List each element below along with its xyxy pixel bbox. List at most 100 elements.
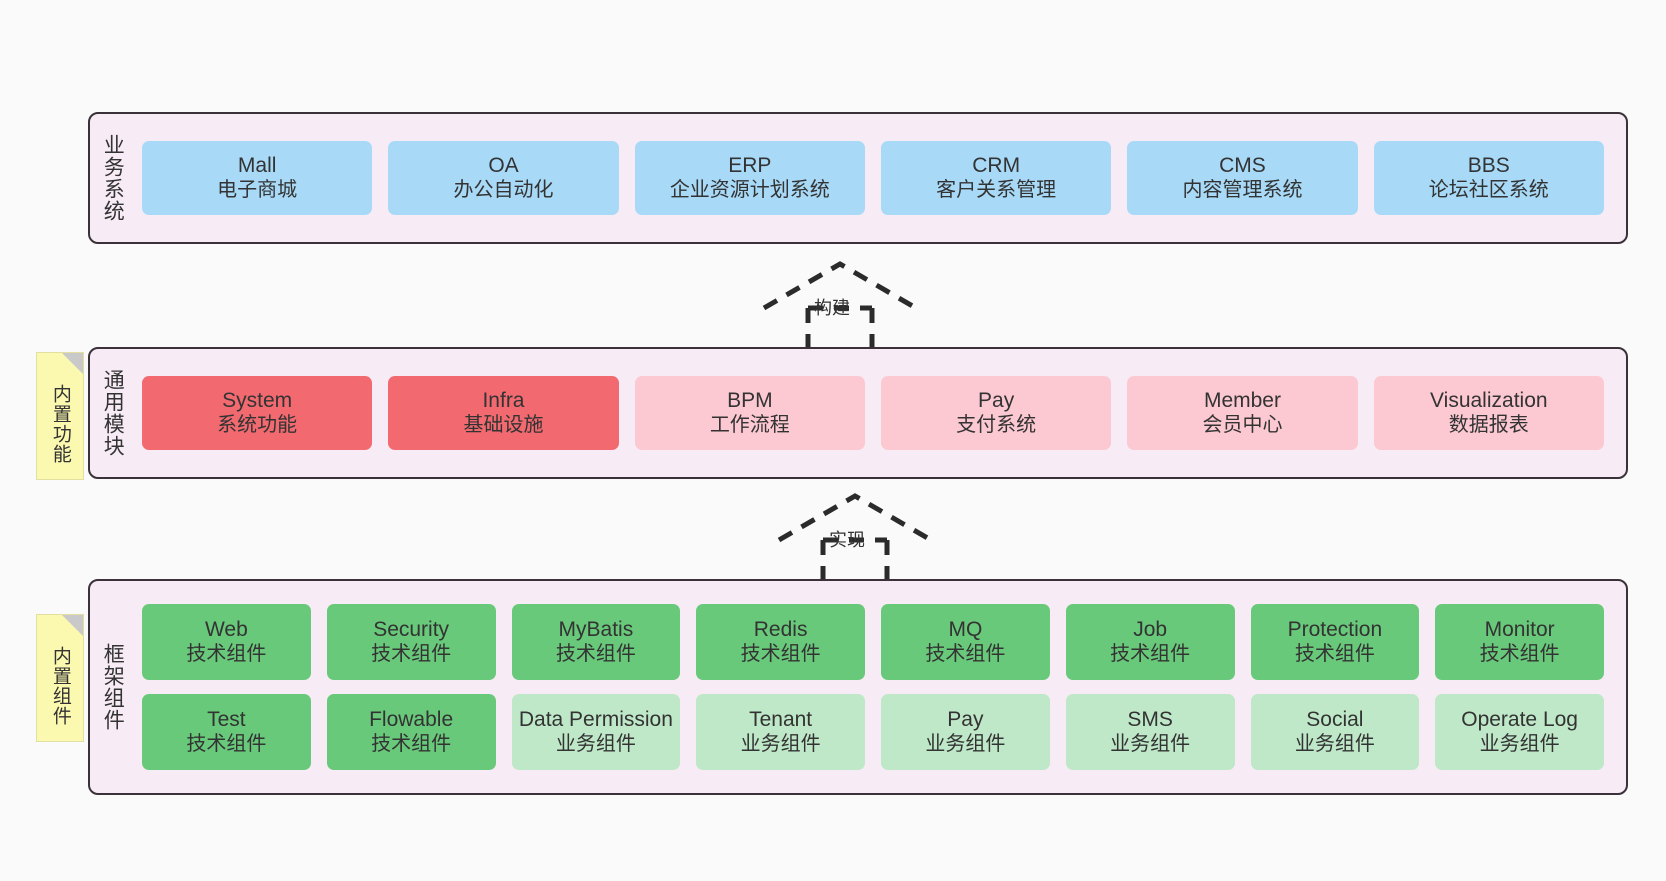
card-flowable[interactable]: Flowable 技术组件: [326, 694, 496, 770]
card-visualization[interactable]: Visualization 数据报表: [1373, 376, 1604, 450]
card-title: Tenant: [749, 707, 813, 731]
layer-body-business-systems: Mall 电子商城 OA 办公自动化 ERP 企业资源计划系统 CRM 客户关系…: [134, 114, 1626, 242]
note-builtin-function: 内置功能: [36, 352, 84, 480]
card-web[interactable]: Web 技术组件: [142, 604, 311, 680]
card-subtitle: 工作流程: [709, 413, 790, 436]
card-redis[interactable]: Redis 技术组件: [696, 604, 865, 680]
card-subtitle: 业务组件: [740, 732, 821, 755]
card-mq[interactable]: MQ 技术组件: [881, 604, 1050, 680]
note-fold-corner-icon: [62, 615, 83, 636]
card-pay[interactable]: Pay 支付系统: [880, 376, 1112, 450]
card-title: Flowable: [369, 707, 454, 731]
card-row: Mall 电子商城 OA 办公自动化 ERP 企业资源计划系统 CRM 客户关系…: [134, 141, 1612, 215]
card-tenant[interactable]: Tenant 业务组件: [696, 694, 865, 770]
layer-label-framework-components: 框架组件: [101, 643, 125, 731]
card-title: CMS: [1219, 153, 1266, 177]
card-title: BBS: [1467, 153, 1510, 177]
layer-common-modules: 通用模块 System 系统功能 Infra 基础设施 BPM 工作流程 Pay…: [88, 347, 1628, 479]
card-crm[interactable]: CRM 客户关系管理: [880, 141, 1112, 215]
card-title: Data Permission: [518, 707, 673, 731]
card-subtitle: 技术组件: [740, 642, 821, 665]
card-bbs[interactable]: BBS 论坛社区系统: [1373, 141, 1604, 215]
arrow-label-implement: 实现: [829, 530, 865, 550]
card-protection[interactable]: Protection 技术组件: [1250, 604, 1420, 680]
layer-body-common-modules: System 系统功能 Infra 基础设施 BPM 工作流程 Pay 支付系统…: [134, 349, 1626, 477]
card-erp[interactable]: ERP 企业资源计划系统: [634, 141, 865, 215]
card-row: Web 技术组件 Security 技术组件 MyBatis 技术组件 Redi…: [134, 604, 1612, 680]
card-subtitle: 技术组件: [371, 732, 452, 755]
card-title: MQ: [948, 617, 983, 641]
card-subtitle: 业务组件: [555, 732, 636, 755]
card-pay-business[interactable]: Pay 业务组件: [881, 694, 1050, 770]
layer-label-business-systems: 业务系统: [101, 134, 125, 222]
card-infra[interactable]: Infra 基础设施: [388, 376, 619, 450]
card-title: SMS: [1127, 707, 1173, 731]
card-title: Protection: [1287, 617, 1383, 641]
card-subtitle: 业务组件: [1479, 732, 1560, 755]
card-subtitle: 企业资源计划系统: [669, 178, 830, 201]
card-job[interactable]: Job 技术组件: [1065, 604, 1235, 680]
note-builtin-component: 内置组件: [36, 614, 84, 742]
card-mall[interactable]: Mall 电子商城: [142, 141, 373, 215]
card-subtitle: 技术组件: [1294, 642, 1375, 665]
card-subtitle: 系统功能: [217, 413, 298, 436]
card-title: Web: [204, 617, 248, 641]
arrow-build: 构建: [750, 258, 930, 350]
card-subtitle: 论坛社区系统: [1428, 178, 1549, 201]
card-title: OA: [488, 153, 519, 177]
card-subtitle: 技术组件: [1110, 642, 1191, 665]
card-title: ERP: [728, 153, 772, 177]
card-subtitle: 电子商城: [217, 178, 298, 201]
card-title: Member: [1203, 388, 1281, 412]
card-title: Redis: [753, 617, 808, 641]
card-subtitle: 业务组件: [1110, 732, 1191, 755]
card-oa[interactable]: OA 办公自动化: [388, 141, 619, 215]
card-subtitle: 会员中心: [1202, 413, 1283, 436]
note-fold-corner-icon: [62, 353, 83, 374]
card-title: BPM: [727, 388, 773, 412]
card-subtitle: 技术组件: [1479, 642, 1560, 665]
card-subtitle: 办公自动化: [453, 178, 554, 201]
card-social[interactable]: Social 业务组件: [1250, 694, 1420, 770]
card-operate-log[interactable]: Operate Log 业务组件: [1435, 694, 1604, 770]
arrow-label-build: 构建: [814, 298, 850, 318]
card-title: Social: [1306, 707, 1364, 731]
card-bpm[interactable]: BPM 工作流程: [634, 376, 865, 450]
card-title: MyBatis: [558, 617, 634, 641]
note-text: 内置组件: [49, 646, 71, 726]
card-subtitle: 技术组件: [925, 642, 1006, 665]
card-mybatis[interactable]: MyBatis 技术组件: [511, 604, 681, 680]
card-member[interactable]: Member 会员中心: [1127, 376, 1358, 450]
card-subtitle: 业务组件: [1294, 732, 1375, 755]
card-test[interactable]: Test 技术组件: [142, 694, 311, 770]
card-security[interactable]: Security 技术组件: [326, 604, 496, 680]
card-title: Infra: [482, 388, 525, 412]
card-subtitle: 技术组件: [371, 642, 452, 665]
card-data-permission[interactable]: Data Permission 业务组件: [511, 694, 681, 770]
card-row: System 系统功能 Infra 基础设施 BPM 工作流程 Pay 支付系统…: [134, 376, 1612, 450]
layer-label-common-modules: 通用模块: [101, 369, 125, 457]
card-sms[interactable]: SMS 业务组件: [1065, 694, 1235, 770]
card-subtitle: 业务组件: [925, 732, 1006, 755]
card-title: Security: [373, 617, 450, 641]
card-title: Visualization: [1430, 388, 1548, 412]
card-title: Test: [207, 707, 246, 731]
card-subtitle: 客户关系管理: [936, 178, 1057, 201]
card-system[interactable]: System 系统功能: [142, 376, 373, 450]
card-subtitle: 技术组件: [186, 732, 267, 755]
card-row: Test 技术组件 Flowable 技术组件 Data Permission …: [134, 694, 1612, 770]
card-title: Monitor: [1484, 617, 1555, 641]
card-subtitle: 支付系统: [956, 413, 1037, 436]
card-title: Operate Log: [1461, 707, 1578, 731]
card-subtitle: 技术组件: [555, 642, 636, 665]
card-title: System: [222, 388, 293, 412]
card-monitor[interactable]: Monitor 技术组件: [1435, 604, 1604, 680]
card-cms[interactable]: CMS 内容管理系统: [1127, 141, 1358, 215]
arrow-shaft-path: [820, 537, 890, 582]
card-subtitle: 基础设施: [463, 413, 544, 436]
arrow-head-path: [762, 261, 918, 311]
arrow-shaft-path: [805, 305, 875, 350]
card-title: Pay: [947, 707, 984, 731]
card-subtitle: 数据报表: [1448, 413, 1529, 436]
